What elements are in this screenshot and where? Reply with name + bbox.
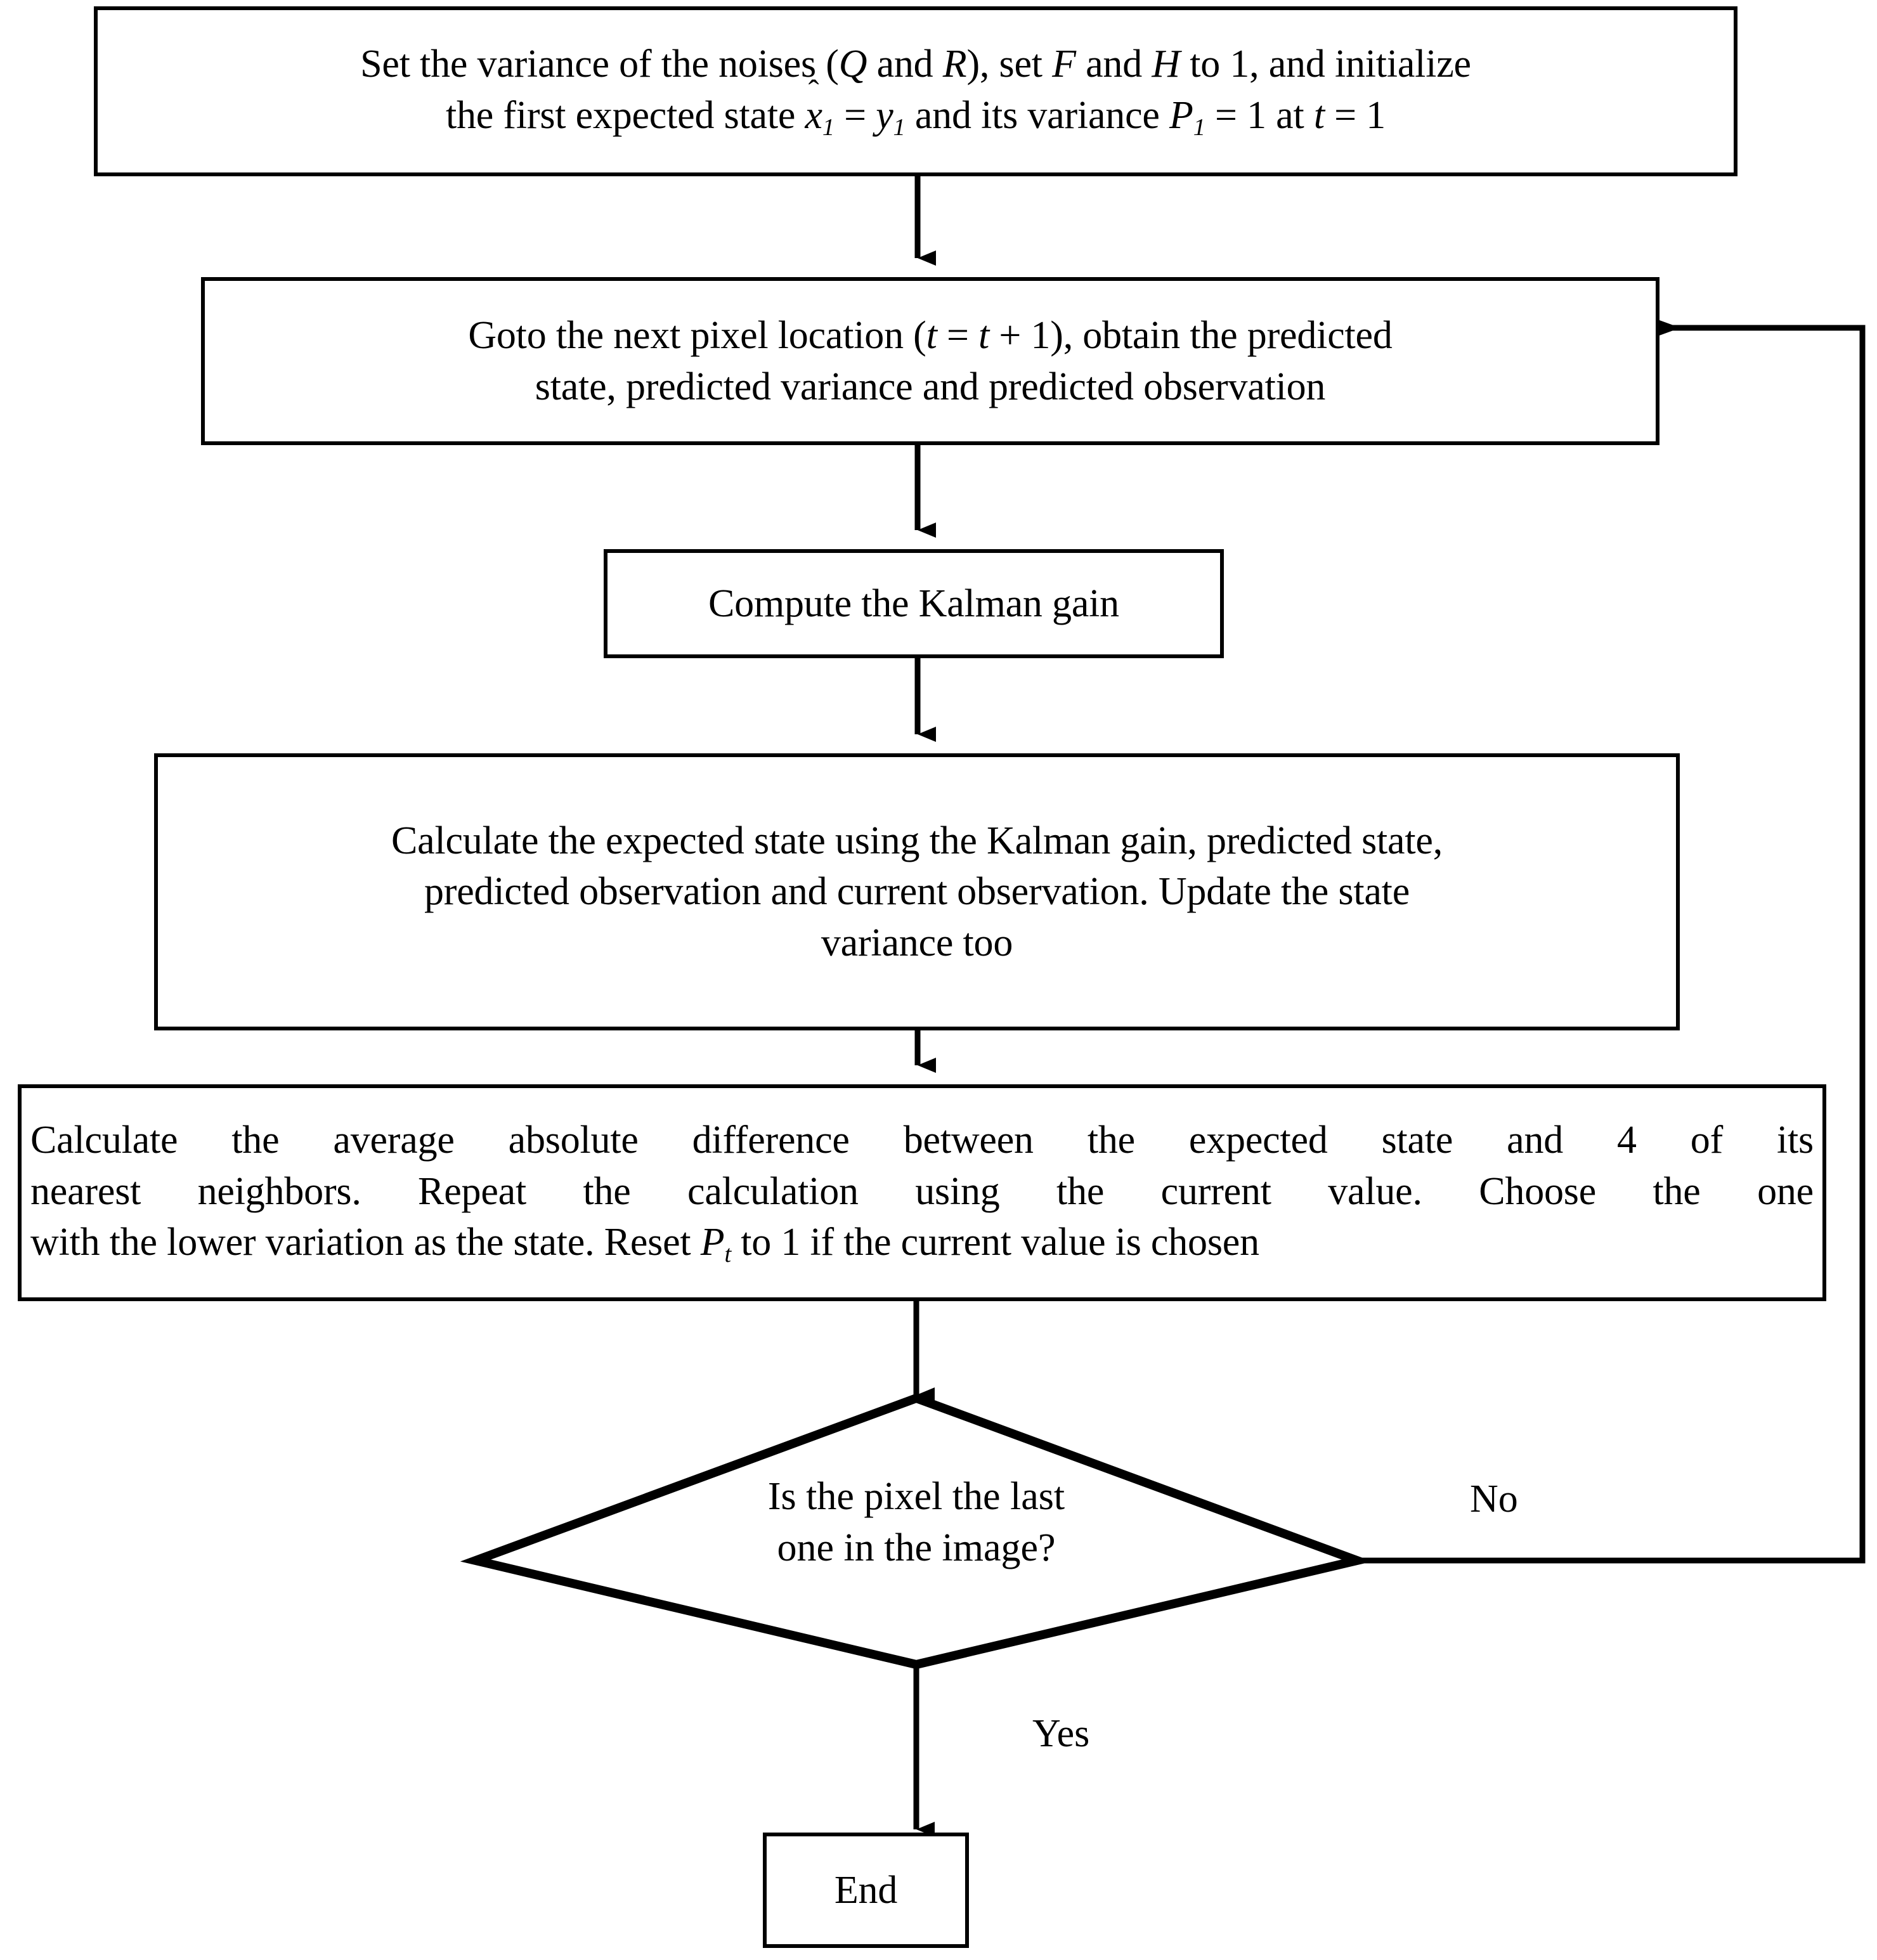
node-init: Set the variance of the noises (Q and R)… (94, 6, 1737, 176)
edge-label-no: No (1470, 1477, 1518, 1521)
node-end: End (763, 1833, 969, 1948)
node-expected-line3: variance too (821, 921, 1013, 964)
node-init-text: Set the variance of the noises (Q and R)… (98, 39, 1734, 143)
node-expected-line1: Calculate the expected state using the K… (391, 819, 1443, 862)
node-compute-kalman-gain: Compute the Kalman gain (604, 549, 1224, 658)
node-init-line2: the first expected state x̂1 = y1 and it… (445, 75, 1386, 141)
node-calculate-expected-state: Calculate the expected state using the K… (154, 753, 1680, 1030)
node-average-line1: Calculate the average absolute differenc… (30, 1119, 1814, 1162)
node-average-line3: with the lower variation as the state. R… (30, 1221, 1259, 1268)
decision-diamond-outline (460, 1393, 1373, 1670)
edge-label-yes: Yes (1032, 1712, 1090, 1755)
node-compute-kalman-gain-text: Compute the Kalman gain (708, 581, 1119, 625)
node-calculate-expected-state-text: Calculate the expected state using the K… (158, 815, 1676, 969)
node-init-line1: Set the variance of the noises (Q and R)… (360, 42, 1471, 86)
node-end-text: End (834, 1868, 898, 1912)
node-goto-next-pixel: Goto the next pixel location (t = t + 1)… (201, 277, 1659, 445)
node-goto-next-pixel-text: Goto the next pixel location (t = t + 1)… (205, 310, 1656, 412)
node-average-line2: nearest neighbors. Repeat the calculatio… (30, 1169, 1814, 1213)
node-goto-line2: state, predicted variance and predicted … (535, 365, 1326, 408)
node-calculate-average-difference: Calculate the average absolute differenc… (18, 1084, 1826, 1301)
node-goto-line1: Goto the next pixel location (t = t + 1)… (468, 313, 1393, 357)
node-expected-line2: predicted observation and current observ… (424, 870, 1410, 914)
connector-decision-no-feedback (1358, 320, 1866, 1564)
node-calculate-average-difference-text: Calculate the average absolute differenc… (22, 1115, 1822, 1271)
